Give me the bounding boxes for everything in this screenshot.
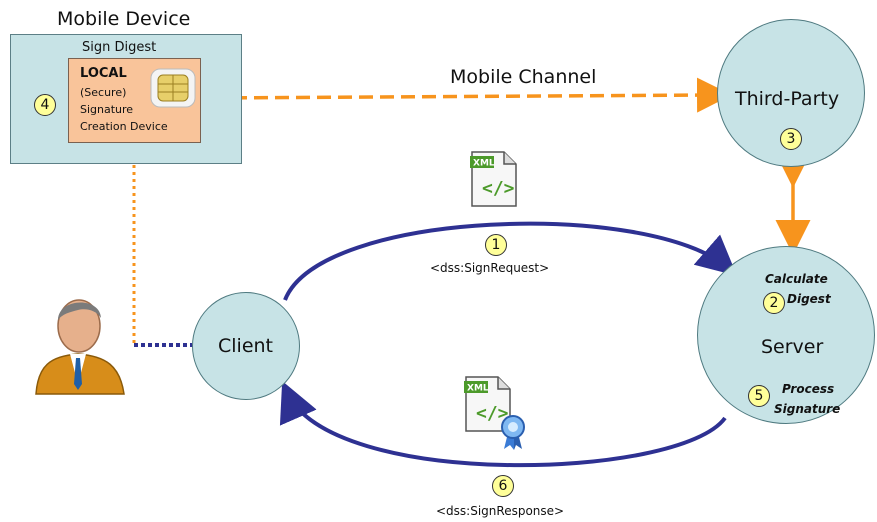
sign-request-label: <dss:SignRequest>	[430, 261, 550, 275]
step-6-badge: 6	[492, 475, 514, 497]
third-party-label: Third-Party	[735, 88, 840, 110]
svg-text:</>: </>	[476, 403, 509, 424]
mobile-channel-label: Mobile Channel	[450, 66, 597, 88]
xml-file-icon: XML </>	[470, 151, 517, 207]
step-5-badge: 5	[748, 385, 770, 407]
user-avatar-icon	[35, 299, 125, 395]
step-2-badge: 2	[763, 292, 785, 314]
sign-response-label: <dss:SignResponse>	[436, 504, 565, 518]
xml-signed-file-icon: XML </>	[464, 376, 525, 450]
local-line-1: (Secure)	[80, 86, 127, 99]
mobile-device-title: Mobile Device	[57, 8, 191, 30]
step-1-badge: 1	[485, 234, 507, 256]
digest-label: Digest	[787, 292, 831, 306]
client-label: Client	[218, 335, 274, 357]
server-node	[697, 246, 875, 424]
local-line-3: Creation Device	[80, 120, 168, 133]
local-line-2: Signature	[80, 103, 134, 116]
svg-text:</>: </>	[482, 178, 515, 199]
server-label: Server	[761, 336, 824, 358]
request-arc	[283, 221, 738, 301]
process-label: Process	[782, 382, 835, 396]
svg-text:XML: XML	[467, 384, 489, 394]
step-4-badge: 4	[34, 94, 56, 116]
response-arc	[280, 381, 727, 468]
calculate-label: Calculate	[765, 272, 828, 286]
mobile-channel-arrow	[190, 77, 732, 116]
sim-chip-icon	[150, 68, 196, 108]
local-title: LOCAL	[80, 66, 127, 81]
step-3-badge: 3	[780, 128, 802, 150]
client-node	[192, 292, 300, 400]
signature-label: Signature	[774, 402, 841, 416]
svg-text:XML: XML	[473, 159, 495, 169]
sign-digest-label: Sign Digest	[82, 40, 157, 55]
